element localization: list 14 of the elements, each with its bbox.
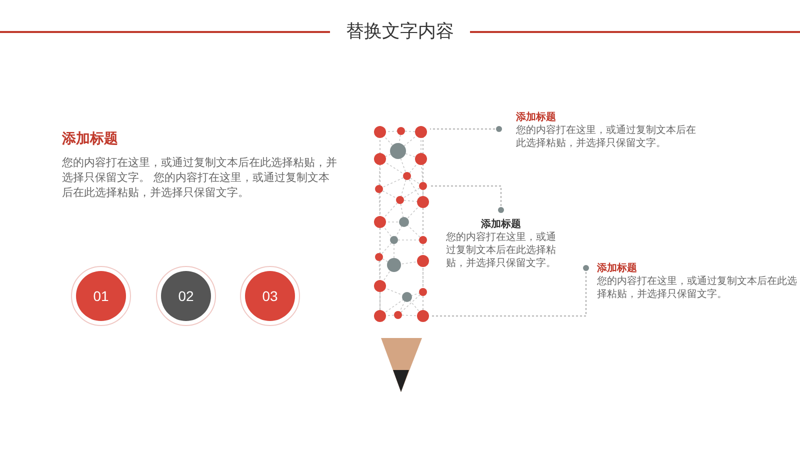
callout-text: 您的内容打在这里，或通过复制文本后在此选择粘贴，并选择只保留文字。 [516, 124, 696, 150]
number-circle: 02 [156, 266, 216, 326]
callout-text: 您的内容打在这里，或通过复制文本后在此选择粘贴，并选择只保留文字。 [597, 275, 797, 301]
heading: 添加标题 [62, 130, 119, 148]
leader-line [430, 186, 504, 213]
leader-line [430, 265, 589, 316]
callout-heading: 添加标题 [597, 262, 638, 275]
number-circle: 01 [71, 266, 131, 326]
callout-heading: 添加标题 [516, 111, 557, 124]
callout-heading: 添加标题 [480, 218, 522, 231]
leader-line [430, 126, 502, 132]
callout-text: 您的内容打在这里，或通过复制文本后在此选择粘贴，并选择只保留文字。 [445, 231, 557, 270]
body-text: 您的内容打在这里，或通过复制文本后在此选择粘贴，并选择只保留文字。 您的内容打在这里，或通过复制文本后在此选择粘贴，并选择只保留文字。 [62, 155, 338, 200]
number-circle: 03 [240, 266, 300, 326]
